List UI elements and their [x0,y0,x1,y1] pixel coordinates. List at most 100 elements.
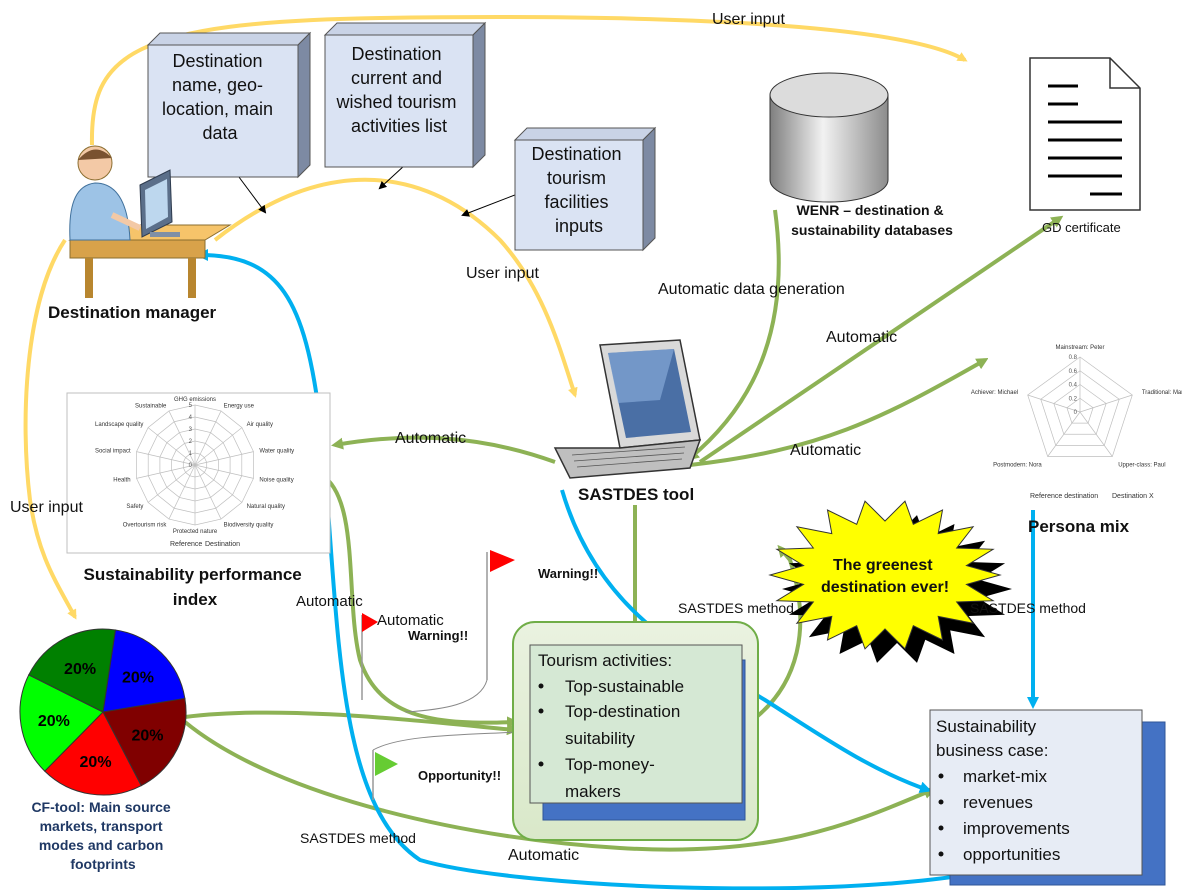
destination-manager-icon [68,145,232,298]
spider-axis-label: Protected nature [173,529,218,535]
label-opportunity: Opportunity!! [418,768,501,783]
dest-facilities-line-1: Destination [531,144,621,164]
spider-spoke [194,451,254,466]
pie-slice-label: 20% [64,661,96,678]
spider-spoke [168,410,196,466]
arrow-user-input-top [89,15,968,146]
spider-axis-label: Mainstream: Peter [1055,345,1104,351]
spider-ring [1066,397,1094,424]
spider-scale-label: 3 [189,427,193,433]
arrow-spi-to-activities [320,473,519,729]
spider-axis-label: Achiever: Michael [971,390,1018,396]
activity-item-1: Top-sustainable [565,677,684,696]
activity-item-2b: suitability [565,729,635,748]
cf-tool-pie: 20%20%20%20%20% [19,628,187,796]
spider-scale-label: 0 [1074,410,1078,416]
pie-slice [102,629,186,713]
tourism-activities-title: Tourism activities: [538,651,672,670]
flag-red-warning-2-icon [361,613,378,700]
arrow-labels: User input User input User input Automat… [10,11,1086,864]
pie-slice [44,711,142,796]
pie-slice [28,628,116,713]
spider-spoke [1027,394,1081,413]
activity-item-3: Top-money- [565,755,655,774]
label-automatic-left: Automatic [395,430,466,447]
spider-ring [1027,356,1133,457]
label-sastdes-method-bottom: SASTDES method [300,830,416,846]
spider-spoke [147,427,196,466]
label-sastdes-method-right: SASTDES method [970,600,1086,616]
activity-item-2: Top-destination [565,702,680,721]
spider-axis-label: Air quality [247,422,273,428]
laptop-icon [553,339,702,479]
spider-spoke [1079,394,1133,413]
dest-name-line-1: Destination [172,51,262,71]
arrow-dest-activities [378,164,406,190]
spider-spoke [194,464,243,503]
spider-axis-label: Biodiversity quality [224,522,274,528]
activity-item-3b: makers [565,782,621,801]
label-automatic-spi: Automatic [296,593,363,610]
spider-scale-label: 0.4 [1069,383,1078,389]
label-automatic-warning: Automatic [377,612,444,629]
dest-name-line-4: data [202,123,238,143]
label-automatic-ne: Automatic [826,329,897,346]
yellow-arrows [23,15,968,620]
arrow-tool-to-certificate [698,215,1064,464]
dest-name-line-2: name, geo- [172,75,263,95]
spi-legend-destination: Destination [205,541,240,548]
spider-spoke [194,464,222,520]
dest-activities-line-4: activities list [351,116,447,136]
arrow-database-to-tool [686,209,781,461]
burst-text-line-1: The greenest [833,557,933,574]
spider-spoke [136,464,196,479]
business-case-title-1: Sustainability [936,717,1037,736]
dest-activities-line-2: current and [351,68,442,88]
cf-tool-label-line-3: modes and carbon [39,837,163,853]
pie-slice [102,697,187,787]
green-arrows [183,209,1064,852]
arrow-tool-to-persona [689,358,989,467]
gd-certificate-label: GD certificate [1042,220,1121,235]
label-automatic-bottom: Automatic [508,847,579,864]
dest-facilities-line-4: inputs [555,216,603,236]
svg-text:WENR – destination & susta: WENR – destination & sustainability data… [791,202,953,238]
label-warning-2: Warning!! [408,628,468,643]
business-case-box: Sustainability business case: market-mix… [929,709,1166,886]
database-label-line-2: sustainability databases [791,222,953,238]
spider-axis-label: Natural quality [247,504,285,510]
spider-spoke [194,464,254,479]
spider-axis-label: Water quality [259,448,294,454]
svg-text:The greenest destination: The greenest destination ever! [821,557,949,596]
label-sastdes-method-mid: SASTDES method [678,600,794,616]
database-label-line-1: WENR – destination & [797,202,944,218]
spi-label-line-1: Sustainability performance [84,565,302,584]
spider-axis-label: Social impact [95,448,131,454]
flag-green-opportunity-icon [372,750,398,800]
spider-ring [1053,384,1107,435]
tourism-activities-list: Top-sustainable Top-destination suitabil… [538,677,684,801]
tourism-activities-box: Tourism activities: Top-sustainable Top-… [512,621,759,841]
label-user-input-mid: User input [466,265,539,282]
spider-spoke [1079,411,1113,457]
label-automatic-data-generation: Automatic data generation [658,281,845,298]
spider-axis-label: GHG emissions [174,397,216,403]
label-automatic-right: Automatic [790,442,861,459]
destination-manager-label: Destination manager [48,303,217,322]
box-destination-activities: Destination current and wished tourism a… [323,21,487,169]
spider-axis-label: Energy use [224,404,255,410]
spider-scale-label: 1 [189,451,193,457]
dest-facilities-line-3: facilities [544,192,608,212]
flag-red-warning-1-icon [486,550,515,680]
spider-scale-label: 2 [189,439,193,445]
svg-text:Sustainability business: Sustainability business case: [936,717,1048,760]
arrow-dest-facilities [461,192,521,217]
spider-scale-label: 0.8 [1069,355,1078,361]
spider-spoke [194,427,243,466]
spider-spoke [1047,411,1081,457]
spider-axis-label: Postmodern: Nora [993,463,1042,469]
spider-axis-label: Sustainable [135,404,167,410]
